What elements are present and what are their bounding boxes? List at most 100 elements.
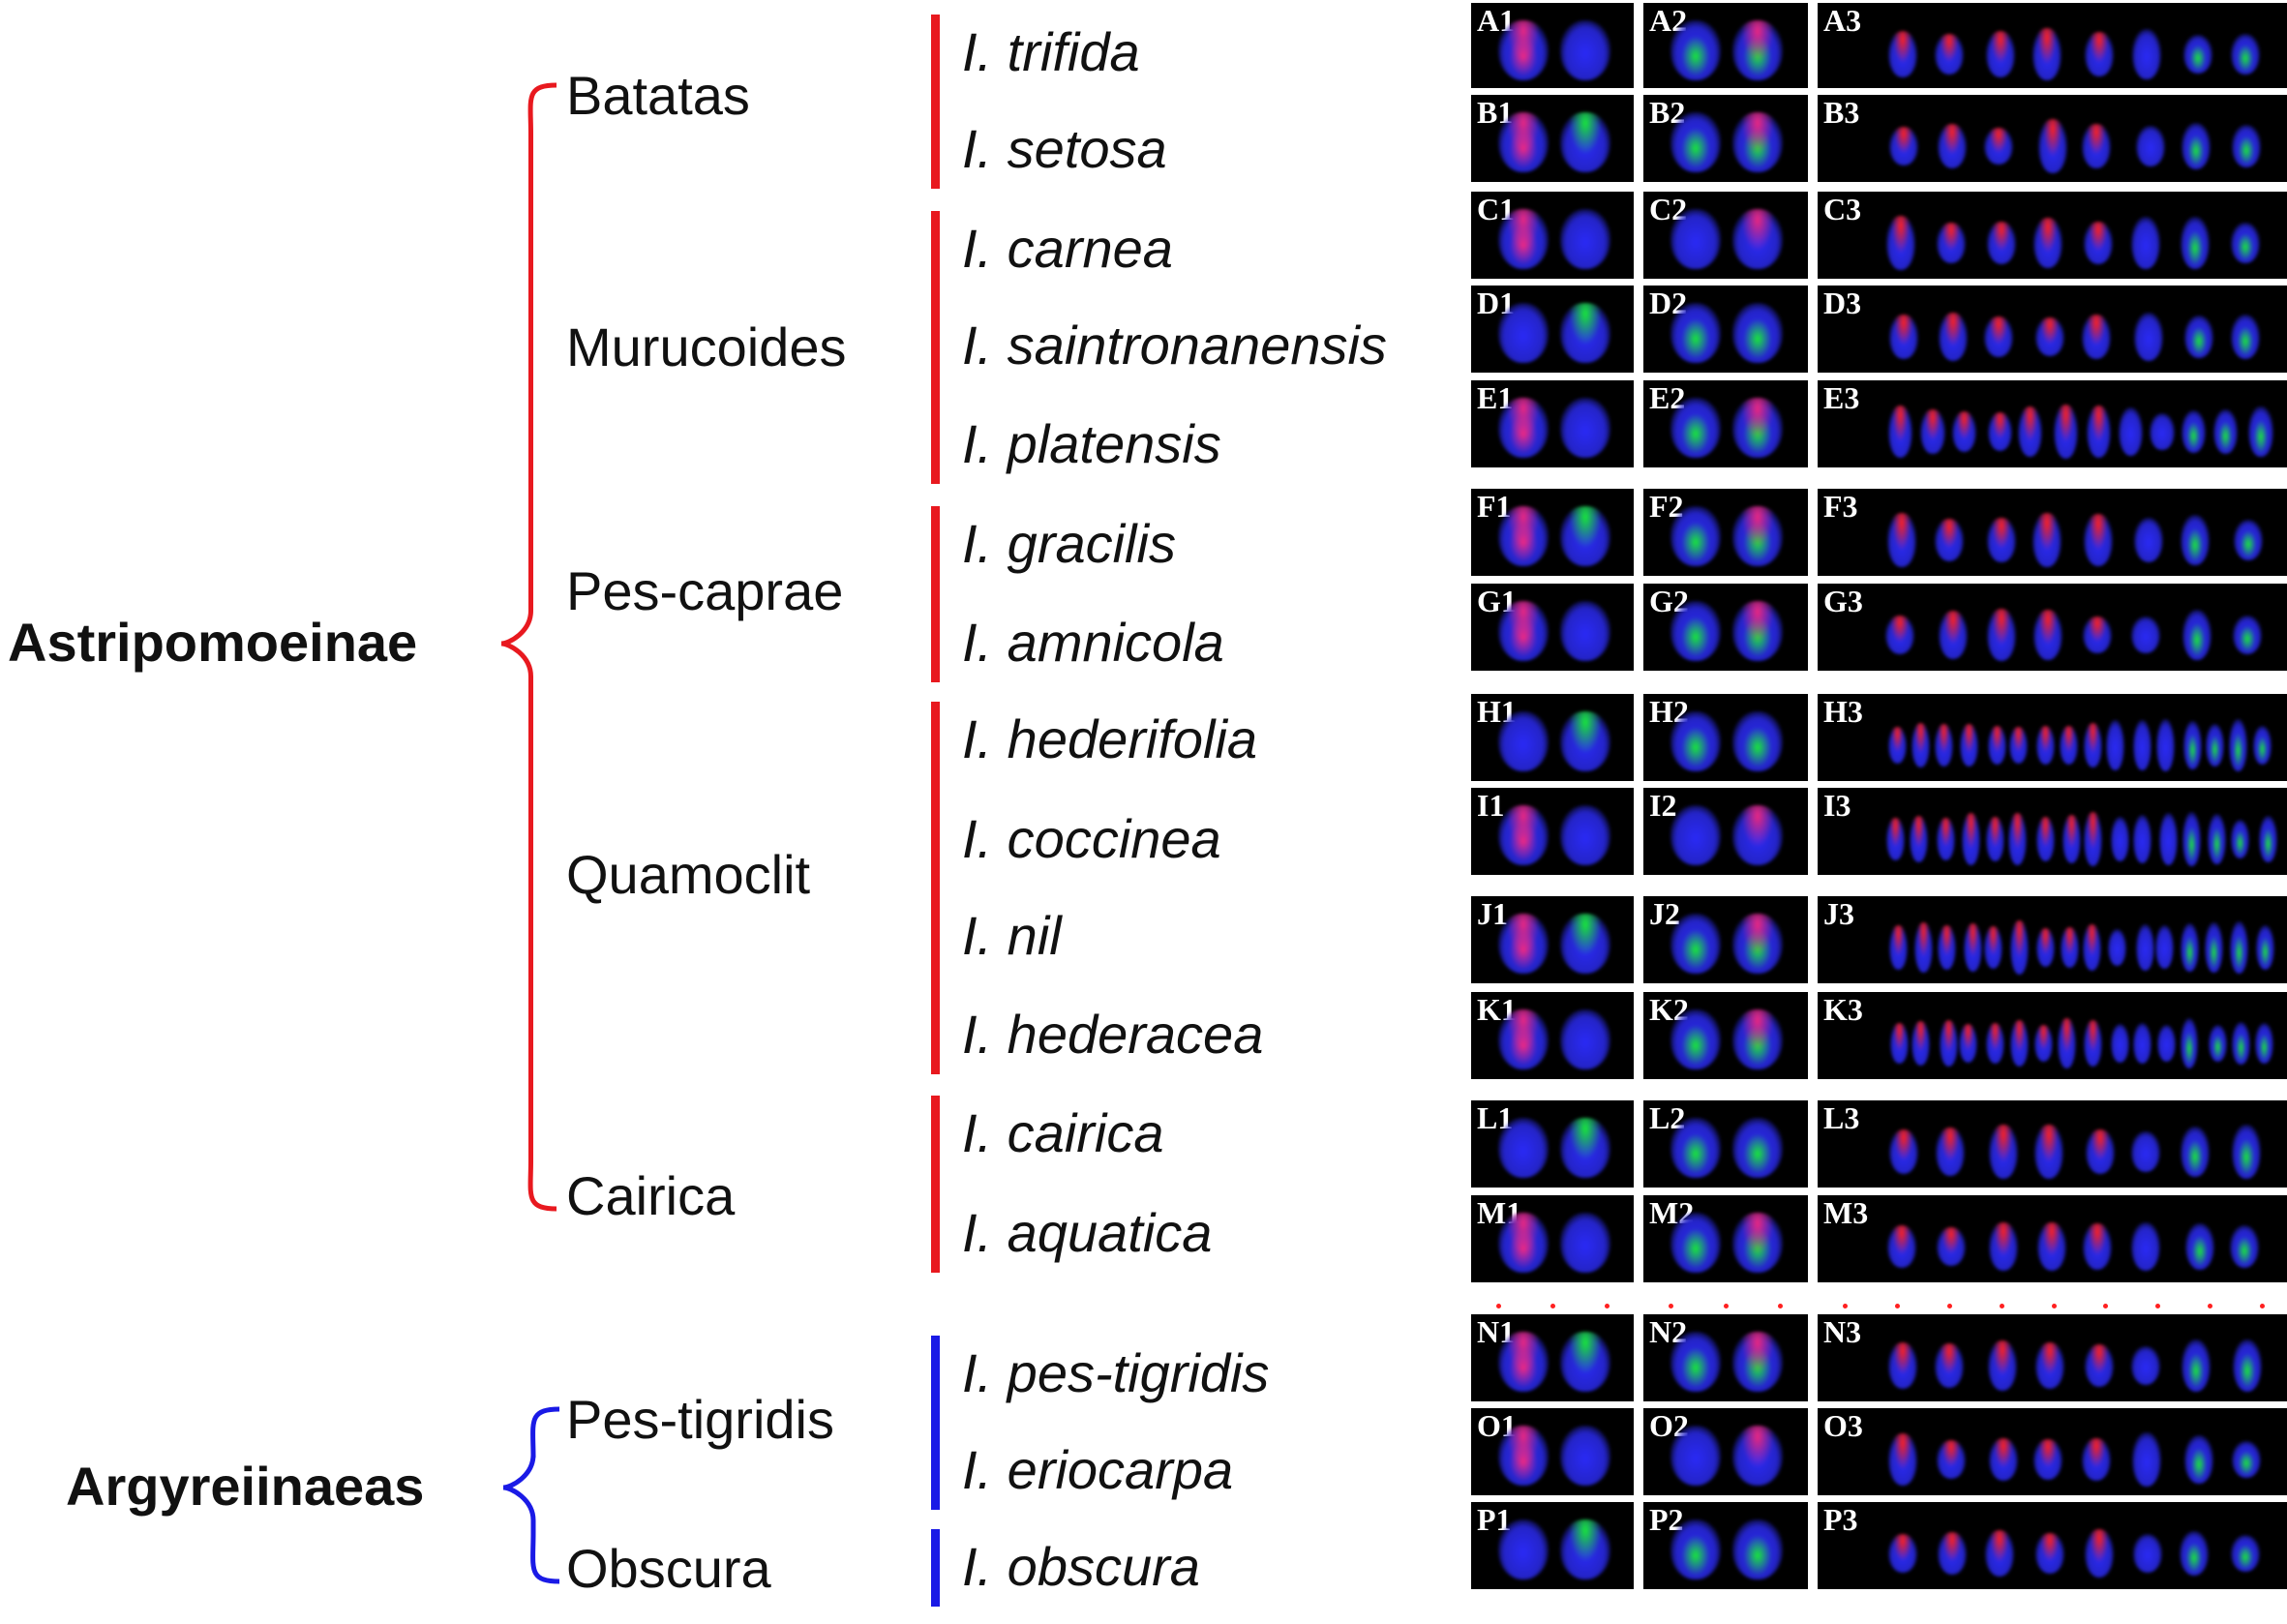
chromosome [2212, 409, 2239, 454]
chromosome [2082, 616, 2112, 654]
chromosome [2061, 927, 2080, 968]
species-label: I. hederacea [962, 1004, 1264, 1065]
separator-dot [1999, 1304, 2004, 1308]
fish-panel: O2 [1643, 1408, 1808, 1495]
chromosome [2086, 1129, 2116, 1174]
fish-panel: A2 [1643, 3, 1808, 88]
fish-panel: I1 [1471, 788, 1634, 875]
chromosome [2231, 33, 2261, 75]
chromosome [1498, 1009, 1549, 1069]
fish-panel: G1 [1471, 584, 1634, 671]
panel-label: E3 [1823, 380, 1860, 415]
section-label: Cairica [566, 1165, 736, 1226]
chromosome [1560, 1332, 1610, 1392]
chromosome [1498, 506, 1549, 566]
chromosome [2182, 812, 2201, 866]
fish-panel: N2 [1643, 1314, 1808, 1401]
chromosome [2209, 1024, 2228, 1063]
chromosome [1939, 313, 1969, 361]
chromosome [2232, 1338, 2262, 1393]
chromosome [1988, 1437, 2018, 1482]
section-bar [931, 506, 940, 682]
chromosome [1732, 1332, 1783, 1392]
chromosome [1985, 31, 2015, 77]
chromosome [2084, 1020, 2103, 1067]
chromosome [2135, 924, 2154, 971]
chromosome [2107, 928, 2126, 967]
fish-panel: P1 [1471, 1502, 1634, 1589]
chromosome [2059, 726, 2078, 765]
fish-panel: I2 [1643, 788, 1808, 875]
chromosome [1913, 921, 1933, 974]
panel-label: B3 [1823, 95, 1860, 130]
chromosome [1911, 1021, 1931, 1066]
chromosome [1887, 406, 1912, 458]
separator-dot [1669, 1304, 1673, 1308]
panel-label: J3 [1823, 896, 1854, 931]
section-bar [931, 211, 940, 484]
separator-dot [2208, 1304, 2213, 1308]
fish-panel: D1 [1471, 286, 1634, 373]
chromosome [1670, 1332, 1721, 1392]
section-label: Obscura [566, 1538, 771, 1599]
separator-dot [1723, 1304, 1729, 1308]
chromosome [2035, 816, 2055, 862]
chromosome [1936, 1128, 1965, 1176]
species-label: I. obscura [962, 1536, 1200, 1597]
chromosome [1986, 817, 2005, 861]
chromosome [2085, 1529, 2115, 1578]
chromosome [1937, 222, 1967, 264]
chromosome [1937, 1440, 1967, 1479]
fish-panel: L2 [1643, 1100, 1808, 1188]
chromosome [1560, 601, 1610, 661]
brace-layer [500, 82, 560, 1584]
chromosome [2182, 123, 2212, 169]
chromosome [2134, 313, 2164, 361]
chromosome [1937, 925, 1956, 970]
species-label: I. eriocarpa [962, 1439, 1234, 1500]
chromosome [2156, 1024, 2176, 1063]
chromosome [2037, 119, 2067, 173]
separator-dot [1778, 1304, 1784, 1308]
section-label: Pes-tigridis [566, 1389, 834, 1450]
chromosome [1983, 925, 2002, 970]
chromosome [2258, 816, 2277, 862]
chromosome [2180, 923, 2199, 972]
chromosome [1670, 1519, 1721, 1579]
chromosome [2118, 407, 2144, 456]
chromosome [1498, 20, 1549, 80]
chromosome [2232, 125, 2262, 167]
chromosome [1886, 1224, 1916, 1269]
fish-panel: O1 [1471, 1408, 1634, 1495]
chromosome [2182, 1338, 2212, 1393]
fish-panel: N1 [1471, 1314, 1634, 1401]
separator-dot [2103, 1304, 2109, 1308]
fish-panel: A3 [1818, 3, 2287, 88]
chromosome [1560, 711, 1610, 771]
chromosome [2231, 1534, 2261, 1573]
chromosome [1732, 506, 1783, 566]
section-label: Murucoides [566, 316, 847, 377]
chromosome [1732, 805, 1783, 865]
chromosome [1911, 722, 1930, 768]
chromosome [1984, 316, 2014, 357]
chromosome [1498, 1332, 1549, 1392]
chromosome [2111, 817, 2130, 861]
species-label: I. pes-tigridis [962, 1342, 1270, 1403]
chromosome [1670, 20, 1721, 80]
separator-dot [1894, 1304, 1900, 1308]
chromosome [2111, 1024, 2130, 1063]
chromosome [2133, 814, 2152, 864]
subfamily-label: Astripomoeinae [8, 612, 418, 673]
fish-panel: H1 [1471, 694, 1634, 781]
panel-label: K3 [1823, 992, 1863, 1027]
chromosome [1886, 818, 1906, 860]
chromosome [1935, 33, 1965, 75]
chromosome [2082, 924, 2101, 971]
chromosome [2179, 1530, 2209, 1577]
chromosome [2256, 925, 2275, 970]
fish-panel: P2 [1643, 1502, 1808, 1589]
chromosome [1732, 1213, 1783, 1273]
chromosome [2159, 812, 2179, 866]
panel-label: P3 [1823, 1502, 1858, 1537]
